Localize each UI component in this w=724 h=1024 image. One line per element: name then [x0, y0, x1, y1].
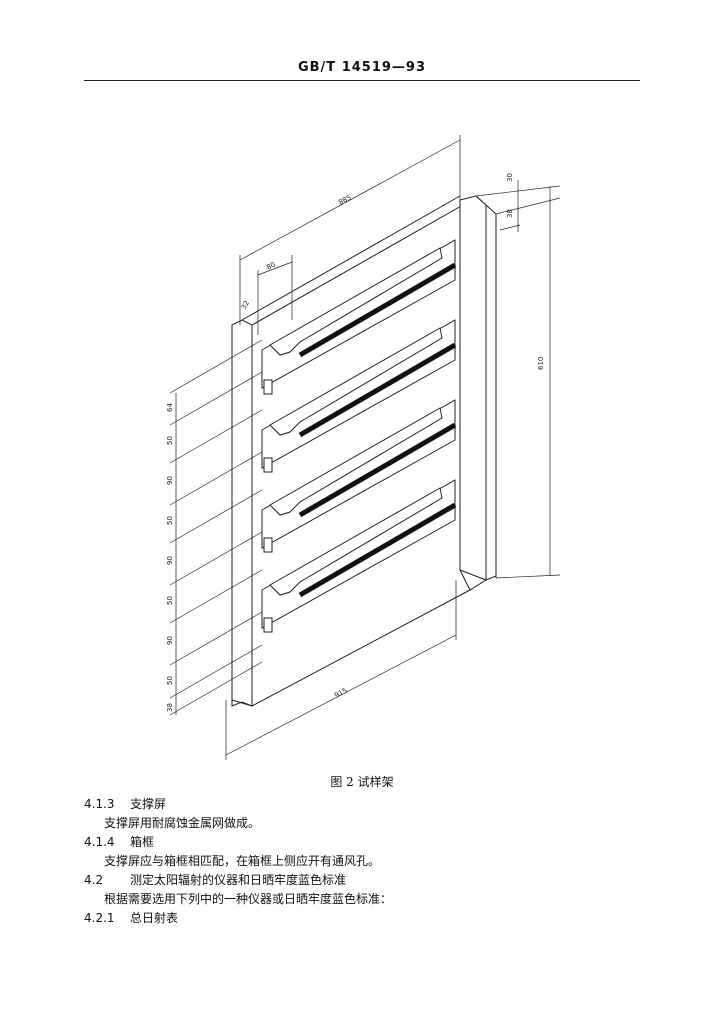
dim-50: 50: [166, 436, 174, 445]
dimension-lines-left: [169, 339, 263, 716]
figure-caption: 图 2 试样架: [330, 775, 394, 789]
sample-strip: [261, 399, 457, 549]
section-4-1-4-heading: 4.1.4 箱框: [84, 833, 154, 850]
section-4-2-1-heading: 4.2.1 总日射表: [84, 909, 178, 926]
section-title: 箱框: [130, 835, 155, 849]
dim-90: 90: [166, 476, 174, 485]
dim-885: 885: [337, 193, 353, 206]
section-4-1-3-text: 支撑屏用耐腐蚀金属网做成。: [104, 816, 261, 830]
strip-clips: [263, 379, 273, 633]
section-number: 4.1.4: [84, 835, 115, 849]
section-4-1-3-heading: 4.1.3 支撑屏: [84, 795, 166, 812]
header-rule: [84, 80, 640, 81]
dim-30: 30: [506, 173, 514, 182]
section-number: 4.2.1: [84, 911, 115, 925]
section-title: 测定太阳辐射的仪器和日晒牢度蓝色标准: [130, 873, 347, 887]
section-number: 4.2: [84, 873, 104, 887]
section-4-2-text: 根据需要选用下列中的一种仪器或日晒牢度蓝色标准：: [104, 892, 393, 906]
dim-32: 32: [240, 299, 251, 311]
rack-frame: [231, 195, 497, 707]
sample-strip: [261, 239, 457, 389]
section-4-2-heading: 4.2 测定太阳辐射的仪器和日晒牢度蓝色标准: [84, 871, 346, 888]
dim-90: 90: [166, 556, 174, 565]
sample-strip: [261, 319, 457, 469]
dim-915: 915: [333, 686, 349, 699]
dim-50: 50: [166, 676, 174, 685]
dim-64: 64: [166, 403, 174, 412]
dimension-lines-bottom: [225, 580, 457, 760]
dimension-lines-right: [475, 180, 561, 579]
standard-code: GB/T 14519—93: [297, 60, 427, 75]
dim-610: 610: [537, 357, 545, 370]
section-4-1-4-text: 支撑屏应与箱框相匹配，在箱框上侧应开有通风孔。: [104, 854, 381, 868]
section-title: 支撑屏: [130, 797, 167, 811]
dim-38: 38: [166, 703, 174, 712]
sample-rack-drawing: 885 80 32 30 38 610 915 64 50 90 50 90 5…: [166, 135, 561, 760]
dimension-lines-top: [239, 135, 461, 335]
sample-strip: [261, 479, 457, 629]
dim-50: 50: [166, 516, 174, 525]
dim-80: 80: [265, 261, 277, 272]
section-number: 4.1.3: [84, 797, 115, 811]
dim-90: 90: [166, 636, 174, 645]
section-title: 总日射表: [130, 911, 179, 925]
dim-38-top: 38: [506, 209, 514, 218]
dim-50: 50: [166, 596, 174, 605]
